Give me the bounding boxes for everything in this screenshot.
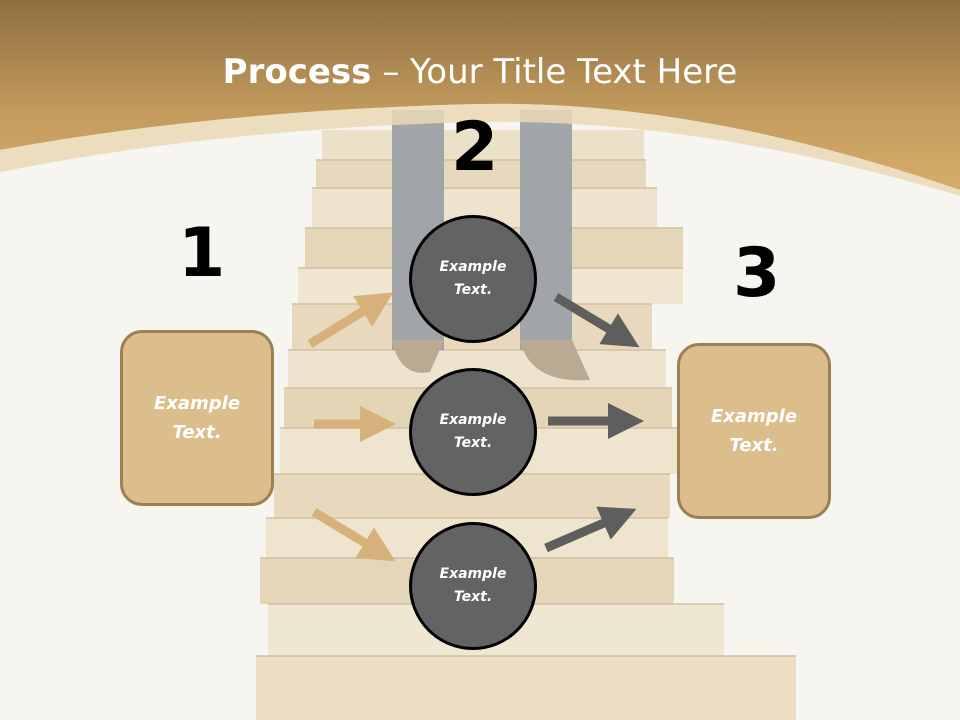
arrow-1-to-bottom [311, 508, 396, 562]
step-number-2: 2 [451, 108, 499, 187]
step-box-1: Example Text. [120, 330, 274, 506]
step-box-3-text: Example Text. [710, 406, 798, 456]
circle-bottom: Example Text. [409, 522, 537, 650]
circle-top: Example Text. [409, 215, 537, 343]
step-box-3: Example Text. [677, 343, 831, 519]
step-box-1-text: Example Text. [153, 393, 241, 443]
arrow-1-to-top [307, 292, 394, 348]
circle-top-text: Example Text. [439, 259, 507, 298]
arrow-bottom-to-3 [544, 506, 637, 553]
title-bold: Process [222, 52, 372, 92]
banner-swoosh [0, 103, 960, 196]
step-number-3: 3 [733, 234, 781, 313]
circle-middle-text: Example Text. [439, 412, 507, 451]
title-text: Your Title Text Here [410, 52, 738, 92]
slide-title: Process – Your Title Text Here [0, 52, 960, 92]
circle-bottom-text: Example Text. [439, 566, 507, 605]
step-number-1: 1 [178, 214, 226, 293]
circle-middle: Example Text. [409, 368, 537, 496]
title-banner [0, 0, 960, 190]
arrow-top-to-3 [553, 293, 640, 348]
title-separator: – [382, 52, 400, 92]
